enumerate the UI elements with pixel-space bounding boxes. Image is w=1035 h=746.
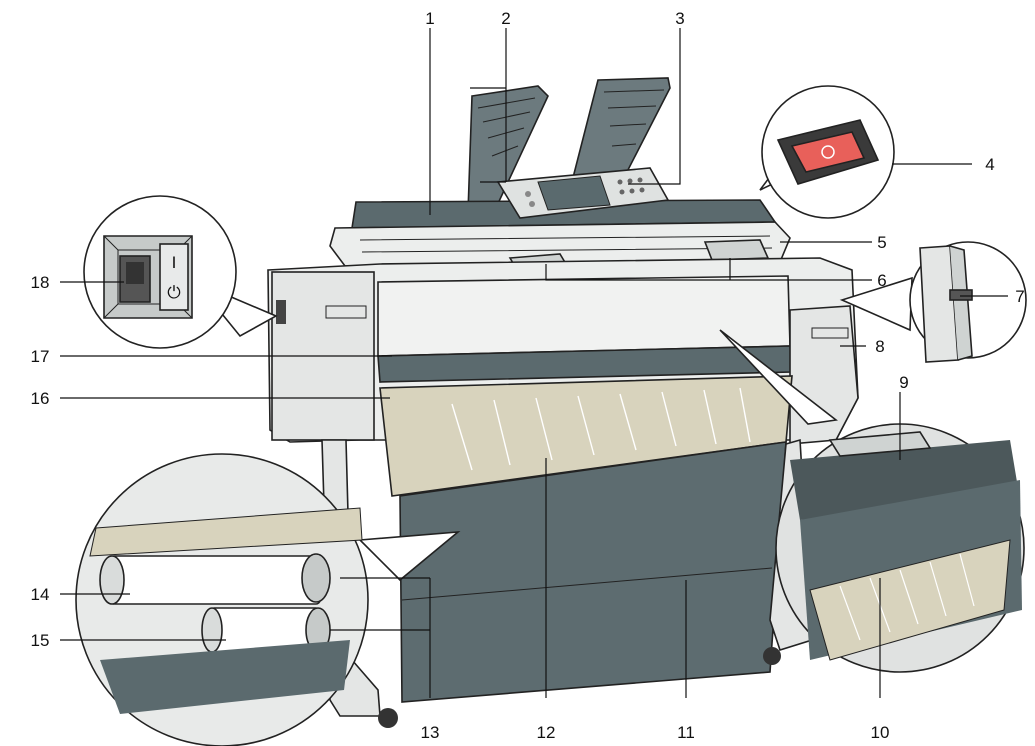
original-guide-right xyxy=(703,239,770,261)
callout-2: 2 xyxy=(501,9,510,28)
leader-lines xyxy=(60,28,1008,698)
callout-12: 12 xyxy=(537,723,556,742)
callout-17: 17 xyxy=(31,347,50,366)
paper-catch-basket-panel xyxy=(399,441,787,703)
callout-3: 3 xyxy=(675,9,684,28)
control-panel xyxy=(496,167,670,219)
callout-6: 6 xyxy=(877,271,886,290)
callout-11: 11 xyxy=(677,723,695,742)
callout-16: 16 xyxy=(31,389,50,408)
callout-5: 5 xyxy=(877,233,886,252)
callout-15: 15 xyxy=(31,631,50,650)
side-lever-detail xyxy=(839,241,1027,363)
switch-off-mark: ⏻ xyxy=(167,283,181,302)
callout-8: 8 xyxy=(875,337,884,356)
front-cover-panel xyxy=(377,275,791,357)
power-key-detail xyxy=(759,85,895,219)
callout-10: 10 xyxy=(871,723,890,742)
switch-on-mark: I xyxy=(172,253,177,272)
callout-9: 9 xyxy=(899,373,908,392)
callout-numbers: 1 2 3 4 5 6 7 8 9 10 11 12 13 14 15 16 1… xyxy=(31,9,1025,742)
roll-detail xyxy=(75,453,461,746)
callout-18: 18 xyxy=(31,273,50,292)
callout-4: 4 xyxy=(985,155,994,174)
inner-cover-detail xyxy=(719,329,1025,673)
callout-14: 14 xyxy=(31,585,50,604)
callout-13: 13 xyxy=(421,723,440,742)
main-power-switch-detail: I ⏻ xyxy=(83,195,278,349)
callout-7: 7 xyxy=(1015,287,1024,306)
right-cover-panel xyxy=(789,305,859,445)
callout-1: 1 xyxy=(425,9,434,28)
